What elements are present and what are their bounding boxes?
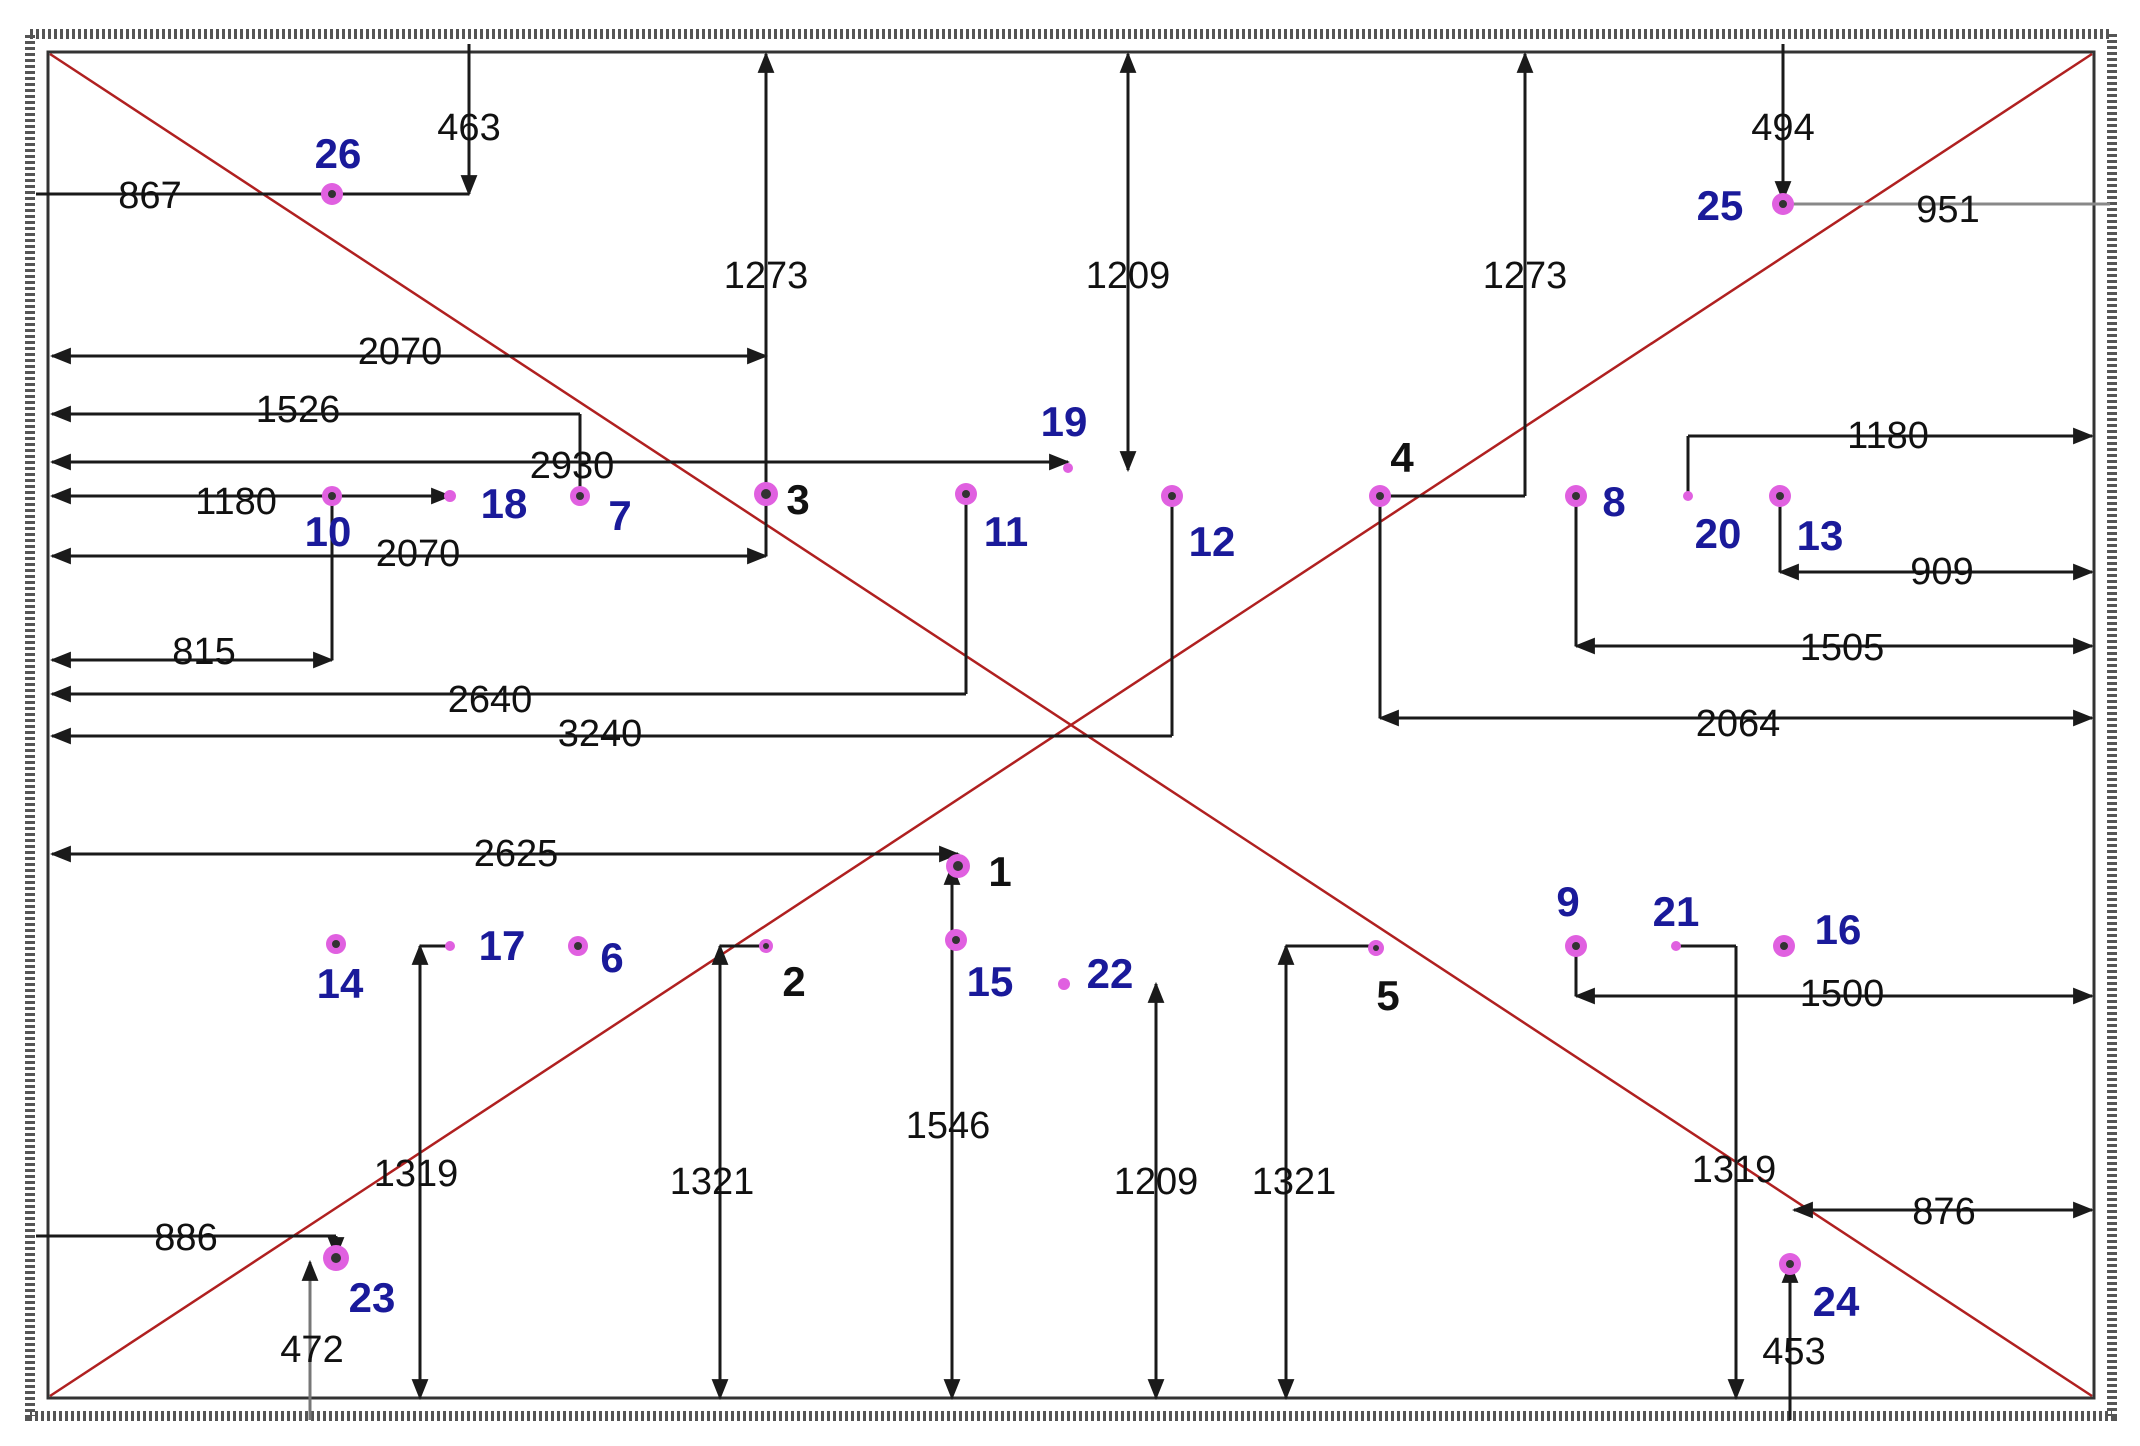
dimension-label: 1209 <box>1086 255 1171 297</box>
sensor-point-icon <box>1161 485 1183 507</box>
dimension-label: 1209 <box>1114 1161 1199 1203</box>
diagonal-line <box>49 52 2093 1398</box>
point-label: 3 <box>786 476 809 523</box>
sensor-point-icon <box>1058 978 1070 990</box>
dimension-label: 1273 <box>724 255 809 297</box>
point-label: 17 <box>479 922 526 969</box>
dimension-label: 1180 <box>1847 415 1929 457</box>
point-label: 22 <box>1087 950 1134 997</box>
point-label: 20 <box>1695 510 1742 557</box>
point-label: 23 <box>349 1274 396 1321</box>
point-label: 24 <box>1813 1278 1860 1325</box>
dimension-label: 3240 <box>558 713 643 755</box>
dimension-label: 1505 <box>1800 627 1885 669</box>
sensor-point-icon <box>1671 941 1681 951</box>
dimension-label: 494 <box>1751 107 1814 149</box>
sensor-point-icon <box>321 183 343 205</box>
point-label: 9 <box>1556 878 1579 925</box>
dimension-label: 2625 <box>474 833 559 875</box>
sensor-point-icon <box>946 854 970 878</box>
dimension-label: 2070 <box>376 533 461 575</box>
sensor-point-icon <box>570 486 590 506</box>
sensor-point-icon <box>1773 935 1795 957</box>
sensor-point-icon <box>322 486 342 506</box>
dimension-label: 2064 <box>1696 703 1781 745</box>
dimension-label: 1500 <box>1800 973 1885 1015</box>
sensor-point-icon <box>1063 463 1073 473</box>
point-label: 21 <box>1653 888 1700 935</box>
point-label: 10 <box>305 508 352 555</box>
sensor-point-icon <box>323 1245 349 1271</box>
sensor-point-icon <box>1368 940 1384 956</box>
point-label: 2 <box>782 958 805 1005</box>
dimension-label: 463 <box>437 107 500 149</box>
point-label: 25 <box>1697 182 1744 229</box>
sensor-point-icon <box>955 483 977 505</box>
sensor-point-icon <box>444 490 456 502</box>
point-label: 12 <box>1189 518 1236 565</box>
dimension-label: 1319 <box>374 1153 459 1195</box>
point-markers <box>321 183 1801 1275</box>
sensor-point-icon <box>945 929 967 951</box>
point-label: 26 <box>315 130 362 177</box>
sensor-point-icon <box>1683 491 1693 501</box>
dimension-label: 2640 <box>448 679 533 721</box>
dimension-labels: 463 867 494 951 1273 1209 1273 2070 1526… <box>118 107 1979 1373</box>
sensor-point-icon <box>759 939 773 953</box>
dimension-label: 1526 <box>256 389 341 431</box>
point-label: 19 <box>1041 398 1088 445</box>
point-label: 16 <box>1815 906 1862 953</box>
point-label: 11 <box>984 508 1028 555</box>
point-labels-blue: 26 25 19 18 7 10 11 12 8 20 13 14 17 6 1… <box>305 130 1862 1325</box>
dimension-label: 1546 <box>906 1105 991 1147</box>
sensor-point-icon <box>754 482 778 506</box>
dimension-label: 1180 <box>195 481 277 523</box>
dimension-label: 2070 <box>358 331 443 373</box>
sensor-point-icon <box>1565 935 1587 957</box>
point-labels-black: 3 4 1 2 5 <box>782 434 1414 1019</box>
dimension-label: 876 <box>1912 1191 1975 1233</box>
dimension-label: 909 <box>1910 551 1973 593</box>
point-label: 8 <box>1602 478 1625 525</box>
point-label: 4 <box>1390 434 1414 481</box>
sensor-point-icon <box>568 936 588 956</box>
sensor-point-icon <box>326 934 346 954</box>
dimension-lines <box>36 44 2110 1420</box>
point-label: 7 <box>608 492 631 539</box>
dimension-label: 1321 <box>1252 1161 1337 1203</box>
sensor-point-icon <box>1779 1253 1801 1275</box>
dimension-label: 951 <box>1916 189 1979 231</box>
dimension-label: 815 <box>172 631 235 673</box>
diagonal-lines <box>49 52 2093 1398</box>
point-label: 14 <box>317 960 364 1007</box>
dimension-label: 453 <box>1762 1331 1825 1373</box>
sensor-point-icon <box>1369 485 1391 507</box>
dimension-label: 867 <box>118 175 181 217</box>
point-label: 15 <box>967 958 1014 1005</box>
dimension-label: 886 <box>154 1217 217 1259</box>
dimension-label: 1321 <box>670 1161 755 1203</box>
sensor-point-icon <box>1565 485 1587 507</box>
dimension-label: 2930 <box>530 445 615 487</box>
point-label: 1 <box>988 848 1011 895</box>
sensor-point-icon <box>445 941 455 951</box>
point-label: 6 <box>600 934 623 981</box>
point-label: 18 <box>481 480 528 527</box>
sensor-point-icon <box>1769 485 1791 507</box>
point-label: 13 <box>1797 512 1844 559</box>
point-label: 5 <box>1376 972 1399 1019</box>
dimension-label: 1273 <box>1483 255 1568 297</box>
dimension-label: 1319 <box>1692 1149 1777 1191</box>
dimension-label: 472 <box>280 1329 343 1371</box>
sensor-point-icon <box>1772 193 1794 215</box>
